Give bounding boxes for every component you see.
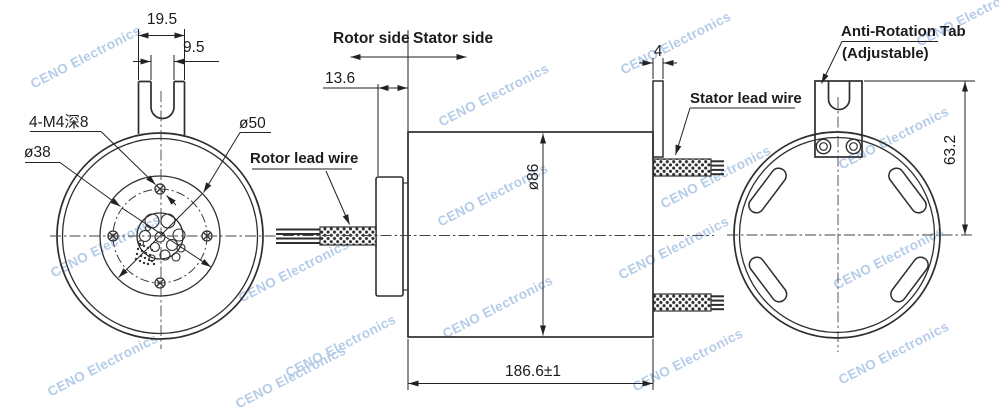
stator-braid-bottom bbox=[652, 293, 712, 312]
thread-callout: 4-M4深8 bbox=[29, 114, 89, 131]
fork-outline bbox=[137, 80, 186, 135]
centerlines-rear bbox=[727, 97, 974, 352]
rotor-braid bbox=[319, 226, 377, 246]
tab-screws bbox=[815, 138, 862, 155]
stator-wires-top bbox=[711, 160, 724, 176]
stator-wires-bottom bbox=[711, 295, 724, 311]
dim-tab-to-center: 63.2 bbox=[942, 134, 959, 166]
dims-rear bbox=[821, 41, 975, 235]
dim-ring-dia: ø50 bbox=[239, 115, 266, 132]
dim-tab-thickness: 4 bbox=[653, 43, 663, 60]
rear-view bbox=[727, 41, 975, 352]
rotor-side-label: Rotor side bbox=[333, 30, 410, 47]
rotor-wires bbox=[276, 228, 320, 245]
side-view bbox=[252, 30, 795, 390]
dims-side bbox=[252, 30, 795, 390]
wire-stipple bbox=[134, 242, 156, 266]
dim-bolt-circle: ø38 bbox=[24, 144, 51, 161]
anti-rotation-tab-sublabel: (Adjustable) bbox=[842, 45, 929, 62]
dim-body-diameter: ø86 bbox=[525, 163, 542, 191]
dim-total-length: 186.6±1 bbox=[505, 363, 561, 380]
anti-rotation-tab bbox=[814, 80, 863, 158]
dim-fork-width: 19.5 bbox=[146, 11, 178, 28]
vent-slots bbox=[748, 167, 929, 303]
stator-side-label: Stator side bbox=[413, 30, 494, 47]
dims-front bbox=[25, 29, 271, 278]
stator-lead-label: Stator lead wire bbox=[690, 90, 802, 107]
rotor-lead-label: Rotor lead wire bbox=[250, 150, 359, 167]
stator-braid-top bbox=[652, 158, 712, 177]
dim-flange-offset: 13.6 bbox=[325, 70, 356, 87]
anti-rotation-tab-label: Anti-Rotation Tab bbox=[841, 23, 966, 40]
dim-fork-slot: 9.5 bbox=[183, 39, 205, 56]
front-view bbox=[25, 29, 277, 349]
